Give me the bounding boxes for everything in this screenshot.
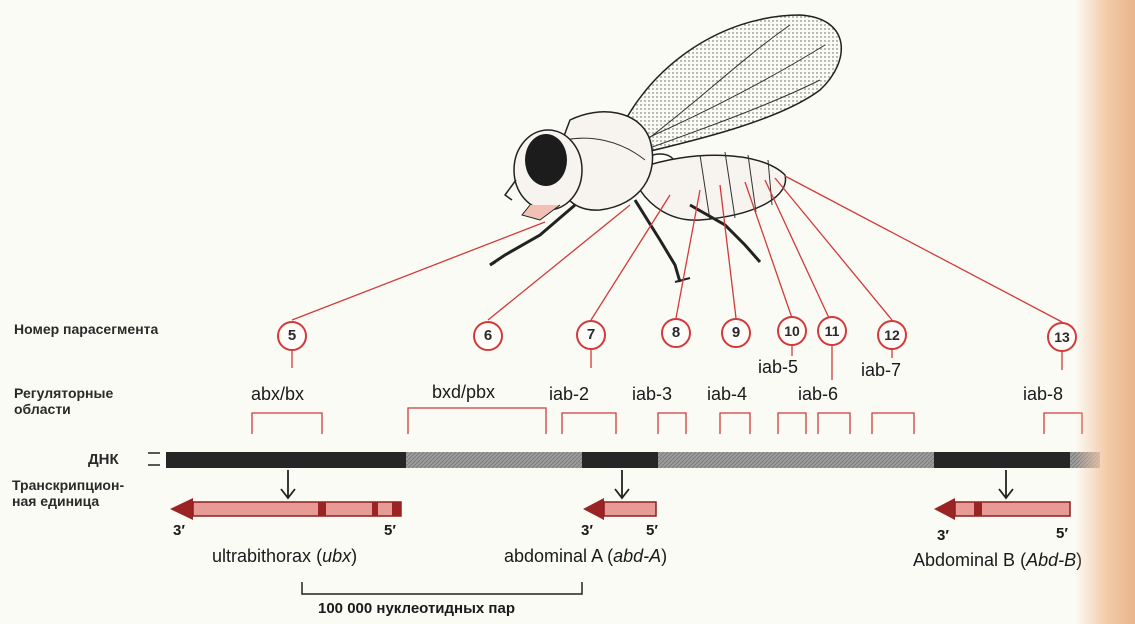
region-iab-6: iab-6 xyxy=(798,384,838,405)
bracket-iab-5 xyxy=(778,413,806,434)
gene-label-abd-a: abdominal A (abd-A) xyxy=(504,546,667,567)
dna-label: ДНК xyxy=(88,452,119,467)
scale-label: 100 000 нуклеотидных пар xyxy=(318,600,515,617)
parasegment-11: 11 xyxy=(817,316,847,346)
fly-illustration xyxy=(490,15,841,282)
bracket-iab-6 xyxy=(818,413,850,434)
region-iab-3: iab-3 xyxy=(632,384,672,405)
parasegment-5: 5 xyxy=(277,321,307,351)
region-iab-2: iab-2 xyxy=(549,384,589,405)
parasegment-10: 10 xyxy=(777,316,807,346)
fly-abdomen xyxy=(640,155,786,220)
gene-abbr-abd-a: (abd-A) xyxy=(607,546,667,566)
region-iab-7: iab-7 xyxy=(861,360,901,381)
parasegment-13: 13 xyxy=(1047,322,1077,352)
abd-a-5prime: 5′ xyxy=(646,522,658,539)
scale-bar xyxy=(302,582,582,594)
transcription-label-line2: ная единица xyxy=(12,494,99,509)
gene-name-ubx: ultrabithorax xyxy=(212,546,311,566)
abd-a-3prime: 3′ xyxy=(581,522,593,539)
regulatory-label-line2: области xyxy=(14,402,71,417)
fly-eye xyxy=(525,134,567,186)
abd-b-5prime: 5′ xyxy=(1056,525,1068,542)
bracket-iab-7 xyxy=(872,413,914,434)
parasegment-7: 7 xyxy=(576,320,606,350)
abd-b-3prime: 3′ xyxy=(937,527,949,544)
gene-name-abd-a: abdominal A xyxy=(504,546,602,566)
gene-abbr-abd-b: (Abd-B) xyxy=(1020,550,1082,570)
transcription-label-line1: Транскрипцион- xyxy=(12,478,124,493)
dna-bar xyxy=(148,452,1100,468)
parasegment-label: Номер парасегмента xyxy=(14,322,158,337)
gene-name-abd-b: Abdominal B xyxy=(913,550,1015,570)
bracket-bxd-pbx xyxy=(408,408,546,434)
ubx-5prime: 5′ xyxy=(384,522,396,539)
gene-label-ubx: ultrabithorax (ubx) xyxy=(212,546,357,567)
parasegment-12: 12 xyxy=(877,320,907,350)
parasegment-8: 8 xyxy=(661,318,691,348)
region-iab-8: iab-8 xyxy=(1023,384,1063,405)
region-iab-5: iab-5 xyxy=(758,357,798,378)
parasegment-6: 6 xyxy=(473,321,503,351)
gene-label-abd-b: Abdominal B (Abd-B) xyxy=(913,550,1082,571)
parasegment-9: 9 xyxy=(721,318,751,348)
transcription-start-arrows xyxy=(281,470,1013,498)
region-bxd-pbx: bxd/pbx xyxy=(432,382,495,403)
bracket-iab-2 xyxy=(562,413,616,434)
transcript-arrow-ubx xyxy=(170,498,401,520)
page-edge-shadow xyxy=(1075,0,1135,624)
gene-abbr-ubx: (ubx) xyxy=(316,546,357,566)
region-abx-bx: abx/bx xyxy=(251,384,304,405)
ubx-3prime: 3′ xyxy=(173,522,185,539)
regulatory-label-line1: Регуляторные xyxy=(14,386,113,401)
bracket-abx-bx xyxy=(252,413,322,434)
transcript-arrow-abd-b xyxy=(934,498,1070,520)
transcript-arrow-abd-a xyxy=(583,498,656,520)
bracket-iab-4 xyxy=(720,413,750,434)
region-iab-4: iab-4 xyxy=(707,384,747,405)
bracket-iab-3 xyxy=(658,413,686,434)
